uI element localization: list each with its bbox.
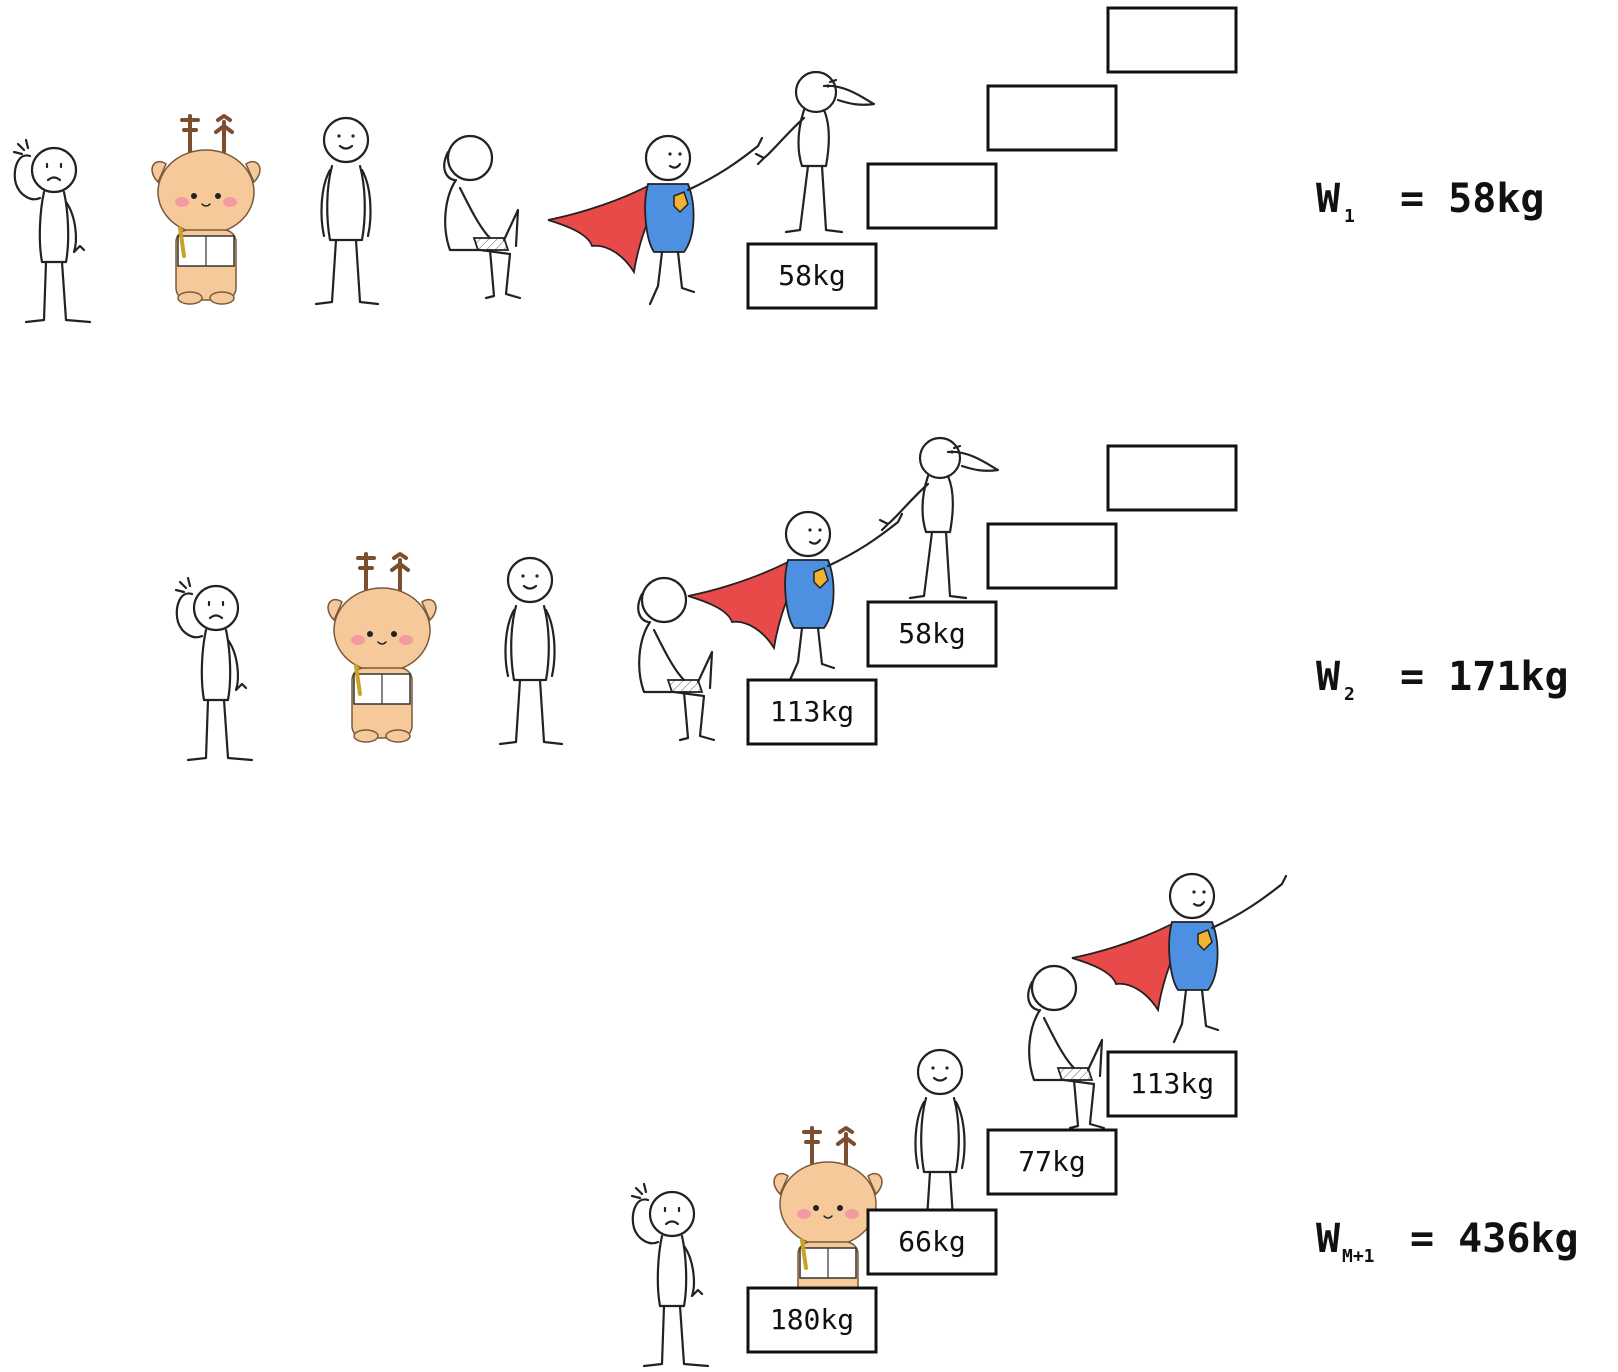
row-1: 58kg W 1 = 58kg	[12, 6, 1545, 324]
step-weight-label: 113kg	[1130, 1067, 1214, 1100]
row-3-queue	[630, 872, 1288, 1368]
row-2-step-4	[1106, 444, 1238, 512]
row-1-step-4	[1106, 6, 1238, 74]
row-2-step-1: 113kg	[746, 678, 878, 746]
row-3-step-1: 180kg	[746, 1286, 878, 1354]
superhero-icon	[1070, 872, 1288, 1044]
laptop-person-icon	[443, 134, 522, 300]
row-1-step-1: 58kg	[746, 242, 878, 310]
confused-person-icon	[630, 1182, 710, 1368]
equation-subscript: 2	[1344, 684, 1355, 705]
equation-variable: W	[1316, 1216, 1341, 1262]
row-3-step-2: 66kg	[866, 1208, 998, 1276]
confused-person-icon	[174, 576, 254, 762]
step-weight-label: 77kg	[1018, 1145, 1085, 1178]
row-1-equation: W 1 = 58kg	[1316, 176, 1545, 227]
equation-subscript: 1	[1344, 206, 1355, 227]
step-weight-label: 58kg	[778, 259, 845, 292]
step-weight-label: 58kg	[898, 617, 965, 650]
step-weight-label: 113kg	[770, 695, 854, 728]
equation-variable: W	[1316, 654, 1341, 700]
row-1-step-2	[866, 162, 998, 230]
equation-value: = 171kg	[1400, 654, 1569, 700]
laptop-person-icon	[1027, 964, 1106, 1130]
equation-value: = 436kg	[1410, 1216, 1579, 1262]
equation-variable: W	[1316, 176, 1341, 222]
row-3-step-3: 77kg	[986, 1128, 1118, 1196]
deer-icon	[150, 114, 262, 306]
step-weight-label: 180kg	[770, 1303, 854, 1336]
deer-icon	[326, 552, 438, 744]
row-3-step-4: 113kg	[1106, 1050, 1238, 1118]
row-2-step-2: 58kg	[866, 600, 998, 668]
confused-person-icon	[12, 138, 92, 324]
laptop-person-icon	[637, 576, 716, 742]
row-3-stairs: 180kg 66kg 77kg 113kg	[746, 1050, 1238, 1354]
step-weight-label: 66kg	[898, 1225, 965, 1258]
standing-person-icon	[314, 116, 380, 306]
equation-subscript: M+1	[1342, 1246, 1375, 1267]
standing-person-icon	[908, 1048, 974, 1238]
row-2: 113kg 58kg W 2 = 171kg	[174, 436, 1569, 762]
lookout-person-icon	[878, 436, 1000, 600]
superhero-icon	[546, 134, 764, 306]
row-2-step-3	[986, 522, 1118, 590]
row-3-equation: W M+1 = 436kg	[1316, 1216, 1579, 1267]
row-2-equation: W 2 = 171kg	[1316, 654, 1569, 705]
lookout-person-icon	[754, 70, 876, 234]
row-1-queue	[12, 70, 876, 324]
row-1-stairs: 58kg	[746, 6, 1238, 310]
equation-value: = 58kg	[1400, 176, 1545, 222]
row-3: 180kg 66kg 77kg 113kg W M+1 = 436kg	[630, 872, 1579, 1368]
standing-person-icon	[498, 556, 564, 746]
row-2-stairs: 113kg 58kg	[746, 444, 1238, 746]
row-1-step-3	[986, 84, 1118, 152]
